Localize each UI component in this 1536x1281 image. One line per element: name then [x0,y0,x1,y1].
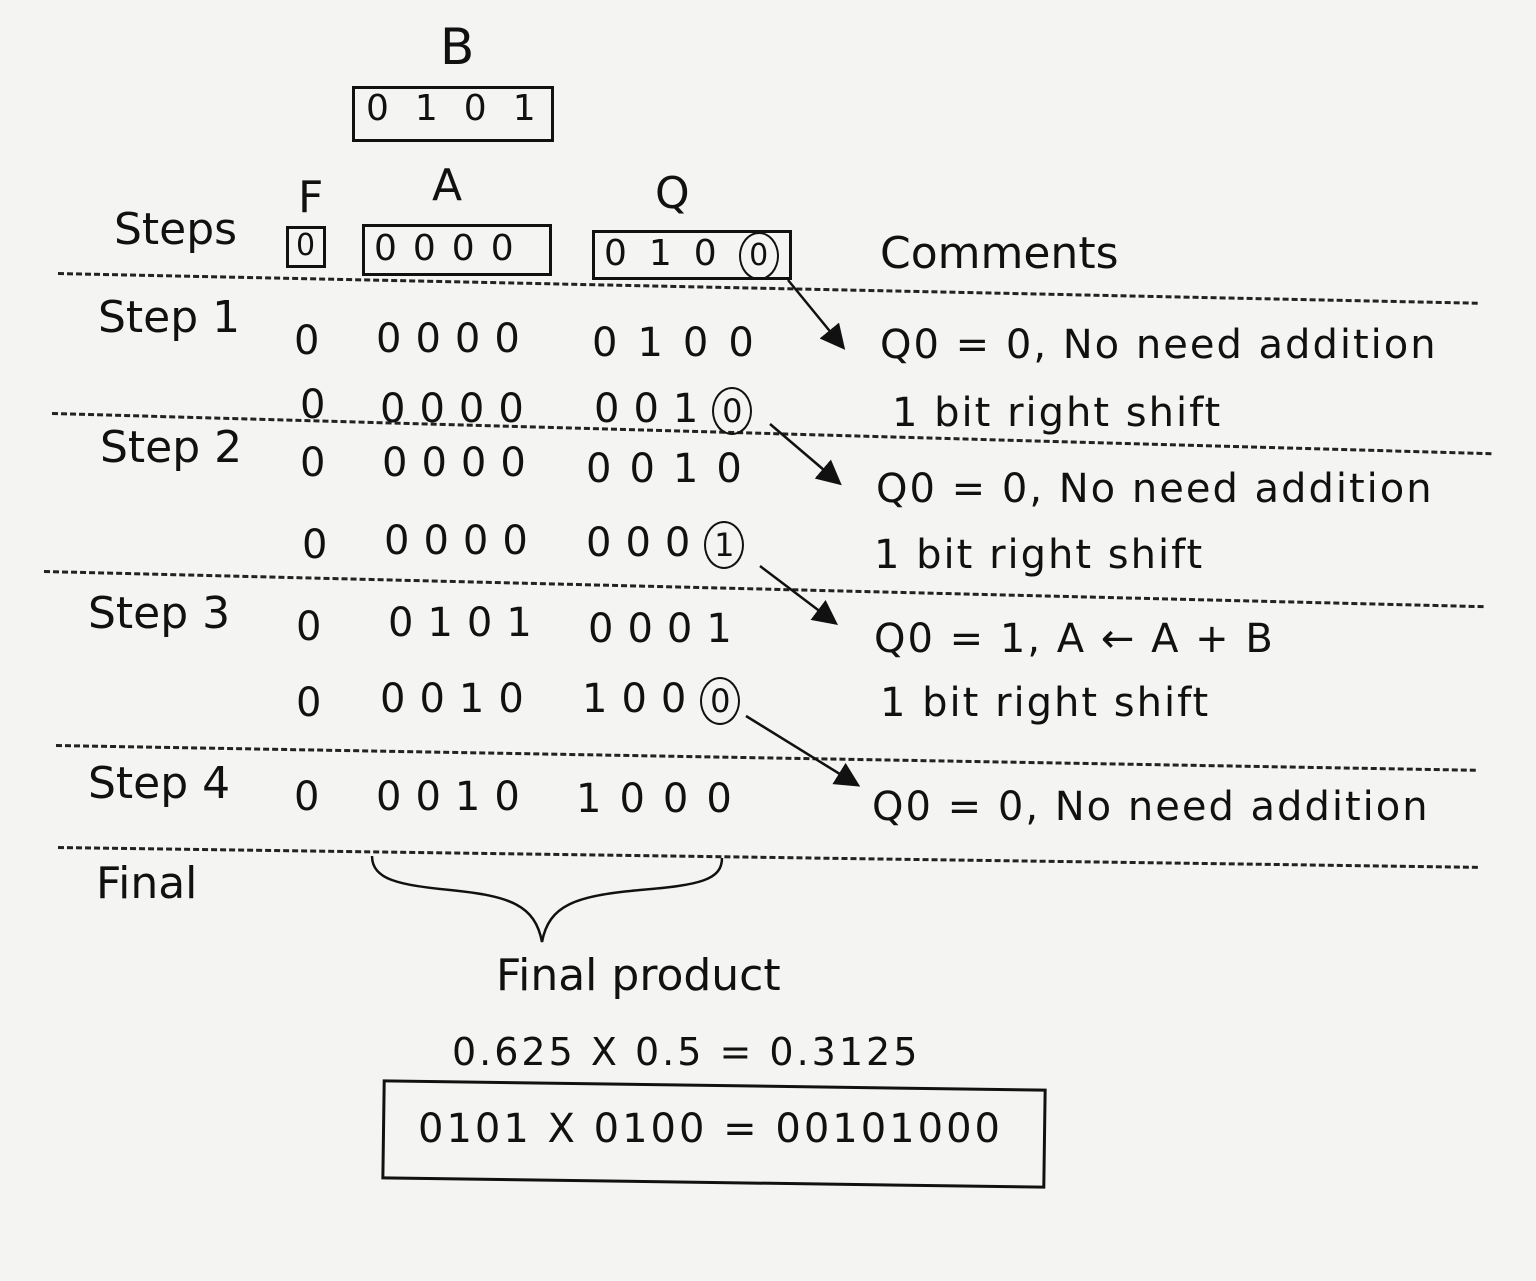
curly-brace-icon [370,855,724,943]
f-column-label: F [298,172,324,223]
step-4-row-1-comment: Q0 = 0, No need addition [872,784,1430,830]
step-3-row-2-a: 0010 [380,676,538,722]
step-4-row-1-q: 1000 [576,776,750,822]
register-q-initial-prefix: 010 [604,233,739,274]
step-4-row-1-a: 0010 [376,774,534,820]
arrow-icon [745,714,861,787]
step-1-row-1-f: 0 [294,318,334,364]
step-1-row-2-comment: 1 bit right shift [892,390,1223,436]
register-a-box [362,224,552,276]
register-q-box [592,230,792,280]
q0-circle: 0 [738,232,779,280]
step-1-row-1-q: 0100 [592,320,774,366]
step-3-row-1-a: 0101 [388,600,546,646]
register-b-box [352,86,554,142]
q0-circle: 1 [704,521,745,569]
arrow-icon [787,279,846,350]
binary-equation: 0101 X 0100 = 00101000 [418,1106,1003,1152]
register-f-box [286,226,326,268]
comments-heading: Comments [880,228,1119,279]
register-f-initial: 0 [296,228,316,263]
step-3-label: Step 3 [88,588,231,639]
final-product-label: Final product [496,950,781,1001]
q0-circle: 0 [712,387,753,435]
step-2-label: Step 2 [100,422,243,473]
final-label: Final [96,858,198,909]
step-1-row-2-a: 0000 [380,386,538,432]
q-column-label: Q [655,168,690,219]
steps-heading: Steps [114,204,238,255]
step-2-row-2-comment: 1 bit right shift [874,532,1205,578]
step-2-row-2-a: 0000 [384,518,542,564]
step-3-row-2-comment: 1 bit right shift [880,680,1211,726]
step-2-row-2-f: 0 [302,522,342,568]
q0-circle: 0 [700,677,741,725]
register-b-value: 0101 [366,88,562,129]
step-3-row-1-comment: Q0 = 1, A ← A + B [874,616,1275,662]
register-b-label: B [440,18,475,76]
step-2-row-1-f: 0 [300,440,340,486]
step-1-row-2-f: 0 [300,382,340,428]
step-2-row-2-q-prefix: 000 [586,520,705,566]
step-2-row-1-q: 0010 [586,446,760,492]
step-2-row-1-a: 0000 [382,440,540,486]
step-4-row-1-f: 0 [294,774,334,820]
register-a-initial: 0000 [374,228,530,269]
step-1-row-1-comment: Q0 = 0, No need addition [880,322,1438,368]
step-3-row-1-f: 0 [296,604,336,650]
decimal-equation: 0.625 X 0.5 = 0.3125 [452,1030,921,1074]
step-3-row-2-q-prefix: 100 [582,676,701,722]
arrow-icon [769,423,842,486]
step-4-label: Step 4 [88,758,231,809]
step-2-row-1-comment: Q0 = 0, No need addition [876,466,1434,512]
a-column-label: A [432,160,463,211]
step-1-label: Step 1 [98,292,241,343]
step-3-row-2-f: 0 [296,680,336,726]
step-1-row-1-a: 0000 [376,316,534,362]
step-3-row-1-q: 0001 [588,606,746,652]
step-1-row-2-q-prefix: 001 [594,386,713,432]
arrow-icon [759,565,838,626]
